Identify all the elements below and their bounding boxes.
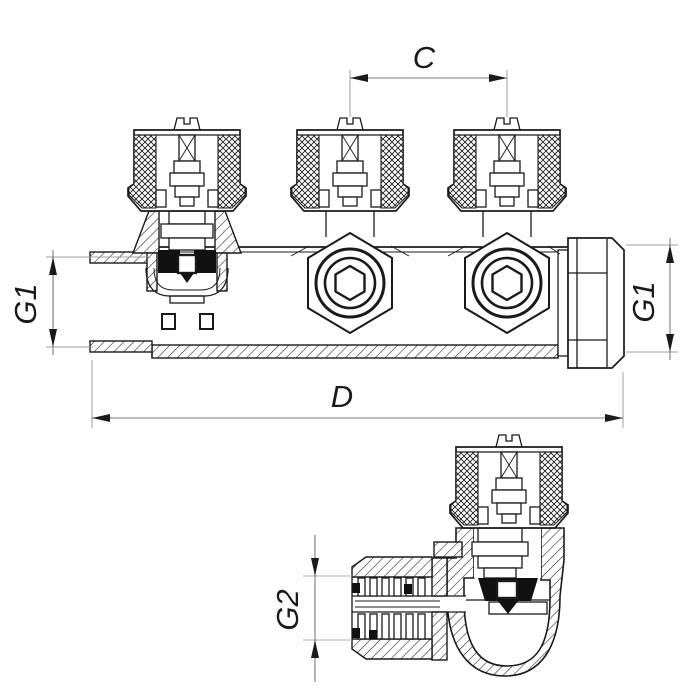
dimension-g1-right: G1 bbox=[626, 238, 678, 360]
valve3-knurled-knob bbox=[447, 117, 567, 212]
dimension-c-arrow-right bbox=[489, 74, 507, 82]
valve1-stem-lower bbox=[168, 237, 206, 251]
compression-fitting bbox=[351, 556, 433, 660]
union-nut-outline bbox=[567, 237, 625, 369]
dimension-c-arrow-left bbox=[350, 74, 368, 82]
dimension-g1-right-arrow-top bbox=[666, 245, 674, 263]
fitting-oring-2 bbox=[404, 584, 412, 594]
dimension-g2-arrow-bottom bbox=[311, 640, 319, 658]
stem-segment-1 bbox=[477, 527, 523, 543]
valve1-seat-post-left bbox=[161, 313, 176, 330]
dimension-d-arrow-right bbox=[605, 414, 623, 422]
dimension-d: D bbox=[91, 360, 624, 428]
body-bottom-wall-section bbox=[151, 344, 559, 359]
dimension-g1-right-arrow-bottom bbox=[666, 334, 674, 352]
dimension-g1-right-extension-lines bbox=[626, 244, 678, 353]
channel-fill bbox=[352, 596, 466, 612]
fitting-nut-top-section bbox=[351, 556, 433, 578]
valve3-boss-fillets bbox=[447, 245, 561, 257]
valve1-seat-cone bbox=[180, 273, 194, 283]
dimension-g1-right-label: G1 bbox=[626, 281, 661, 322]
dimension-d-arrow-left bbox=[92, 414, 110, 422]
valve2-knurled-knob bbox=[290, 117, 410, 212]
valve1-stem-tip bbox=[176, 253, 198, 275]
dimension-g2-label: G2 bbox=[270, 589, 305, 630]
dimension-g1-left-arrow-bottom bbox=[49, 329, 57, 347]
valve-assembly-2 bbox=[290, 117, 410, 335]
fitting-oring-4 bbox=[369, 630, 377, 639]
detail-valve-stem bbox=[471, 527, 541, 614]
dimension-g1-left: G1 bbox=[8, 250, 150, 355]
stem-segment-4 bbox=[483, 567, 517, 579]
channel-bore-lines bbox=[355, 600, 440, 608]
dimension-d-label: D bbox=[331, 379, 353, 414]
valve1-seat-post-right bbox=[199, 313, 214, 330]
fitting-collar-upper bbox=[431, 557, 448, 597]
dimension-g1-left-label: G1 bbox=[8, 283, 43, 324]
valve1-seal-left bbox=[158, 250, 180, 273]
outlet-channel bbox=[352, 595, 466, 613]
detail-knurled-knob bbox=[449, 434, 569, 529]
dimension-g1-left-arrow-top bbox=[49, 257, 57, 275]
valve1-bonnet-hex bbox=[160, 223, 214, 239]
detail-seat-cone bbox=[498, 601, 518, 614]
union-washer bbox=[557, 249, 569, 357]
valve1-right-boss-wall bbox=[216, 252, 228, 292]
fitting-oring-1 bbox=[352, 583, 360, 593]
dimension-c-label: C bbox=[413, 40, 436, 75]
valve-assembly-3 bbox=[447, 117, 567, 335]
angle-valve-detail-view bbox=[351, 434, 569, 677]
dimension-g2-extension-lines bbox=[303, 575, 352, 641]
valve1-dome-recess bbox=[169, 295, 205, 304]
detail-stem-tip bbox=[495, 579, 519, 600]
elbow-left-shoulder bbox=[433, 541, 463, 558]
stem-segment-2 bbox=[471, 541, 529, 557]
dimension-c: C bbox=[349, 40, 508, 117]
stem-segment-3 bbox=[477, 555, 523, 569]
inlet-bottom-wall-section bbox=[89, 340, 153, 353]
valve1-dome-inner bbox=[153, 267, 221, 291]
valve1-left-boss-wall bbox=[146, 252, 158, 292]
valve-assembly-1 bbox=[127, 117, 247, 330]
fitting-nut-bottom-section bbox=[351, 638, 433, 660]
valve1-knurled-knob bbox=[127, 117, 247, 212]
fitting-oring-3 bbox=[352, 628, 360, 638]
valve1-seal-right bbox=[194, 250, 216, 273]
dimension-g1-left-extension-lines bbox=[46, 256, 150, 348]
dimension-g2: G2 bbox=[270, 535, 352, 682]
valve3-neck-walls bbox=[482, 211, 532, 237]
valve2-neck-walls bbox=[325, 211, 375, 237]
union-nut bbox=[557, 237, 625, 369]
valve1-stem-segment bbox=[168, 210, 206, 225]
bore-step bbox=[488, 601, 548, 615]
fitting-collar-lower bbox=[431, 611, 448, 661]
dimension-g2-arrow-top bbox=[311, 558, 319, 576]
dimension-d-extension-lines bbox=[91, 360, 624, 428]
valve2-boss-fillets bbox=[290, 245, 410, 257]
